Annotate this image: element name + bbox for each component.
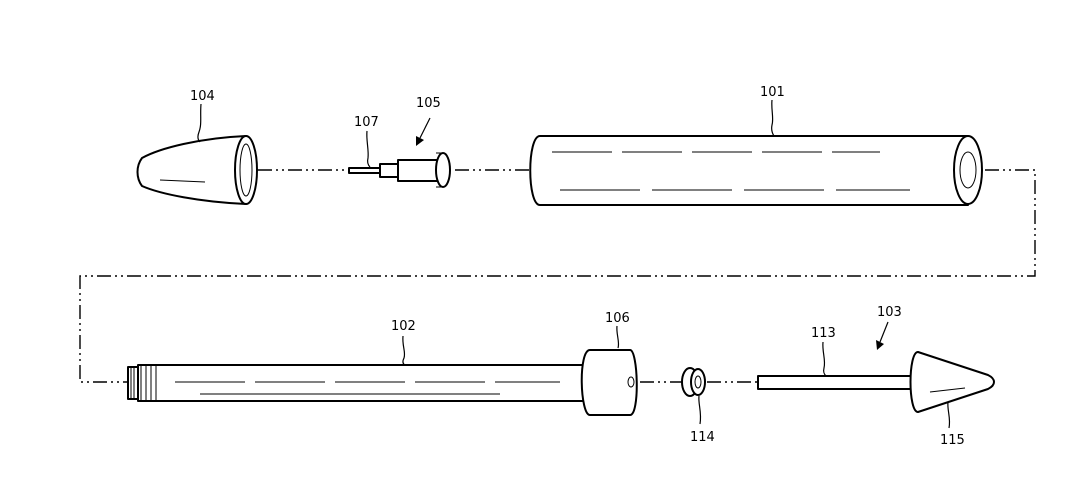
label-105: 105 [416, 96, 441, 111]
barrel-101 [529, 135, 983, 206]
cartridge-105 [348, 152, 451, 188]
ring-114 [681, 367, 706, 397]
tube-102 [127, 364, 591, 402]
label-115: 115 [940, 433, 965, 448]
label-101: 101 [760, 85, 785, 100]
label-103: 103 [877, 305, 902, 320]
cap-104 [136, 135, 258, 205]
leader-lines [197, 99, 951, 429]
label-113: 113 [811, 326, 836, 341]
tip-assembly-103 [757, 351, 995, 413]
assembly-centerline [79, 169, 1036, 383]
label-102: 102 [391, 319, 416, 334]
label-104: 104 [190, 89, 215, 104]
plug-106 [580, 349, 638, 416]
label-107: 107 [354, 115, 379, 130]
label-114: 114 [690, 430, 715, 445]
label-106: 106 [605, 311, 630, 326]
